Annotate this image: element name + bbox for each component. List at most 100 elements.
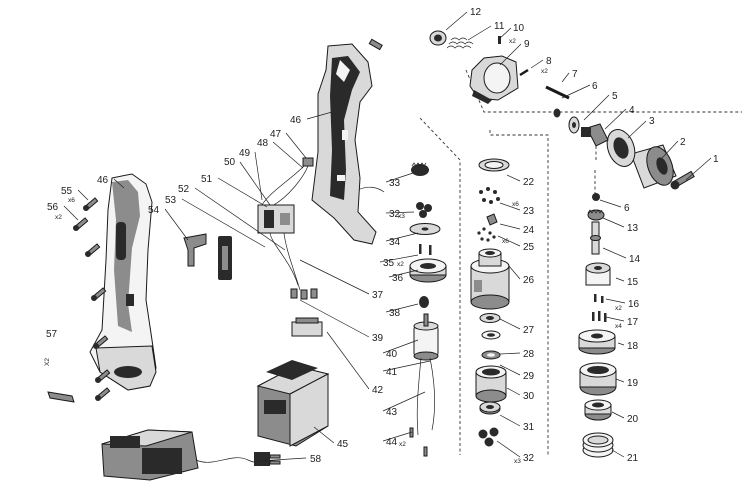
part-number-label: 56	[47, 202, 59, 213]
part-number-label: 14	[629, 254, 641, 265]
part-48-49-wires	[261, 165, 309, 207]
part-number-label: 49	[239, 148, 251, 159]
part-23-balls	[479, 187, 500, 204]
leader-line	[164, 208, 189, 241]
part-number-label: 55	[61, 186, 73, 197]
leader-line	[63, 205, 79, 221]
part-number-label: 28	[523, 349, 535, 360]
leader-line	[382, 339, 419, 354]
leader-line	[627, 120, 647, 139]
leader-line	[508, 265, 521, 280]
part-number-label: 25	[523, 242, 535, 253]
part-number-label: 31	[523, 422, 535, 433]
part-9-front-cover	[469, 55, 519, 104]
leader-line	[385, 172, 414, 183]
part-57-quantity: X2	[44, 358, 51, 366]
leader-line	[611, 411, 625, 419]
part-number-label: 10	[513, 23, 525, 34]
part-number-label: 5	[612, 91, 618, 102]
leader-line	[602, 217, 625, 228]
leader-line	[661, 140, 679, 159]
part-number-label: 3	[649, 116, 655, 127]
leader-line	[496, 440, 521, 458]
leader-line	[239, 161, 271, 206]
part-36-motor-plate	[409, 258, 447, 283]
leader-line	[499, 414, 521, 427]
part-number-label: 21	[627, 453, 639, 464]
part-number-label: 24	[523, 225, 535, 236]
leader-line	[285, 132, 307, 159]
part-clip	[357, 186, 385, 193]
part-22-washer	[478, 158, 510, 172]
leader-line	[467, 25, 492, 41]
leader-line	[272, 141, 304, 169]
leader-line	[499, 202, 521, 211]
leader-line	[497, 27, 512, 41]
leader-line	[599, 199, 622, 208]
part-number-label: 39	[372, 333, 384, 344]
quantity-marker: x2	[399, 441, 406, 448]
leader-line	[113, 178, 125, 189]
part-number-label: 6	[624, 203, 630, 214]
part-29-ring	[481, 350, 501, 360]
part-number-label: 38	[389, 308, 401, 319]
part-number-label: 26	[523, 275, 535, 286]
part-2-chuck-sleeve	[630, 144, 677, 189]
part-number-label: 46	[290, 115, 302, 126]
leader-line	[299, 259, 370, 295]
part-number-label: 19	[627, 378, 639, 389]
leader-line	[181, 198, 266, 248]
part-38-pinion	[419, 296, 429, 308]
leader-line	[388, 269, 419, 278]
leader-line	[306, 111, 333, 120]
part-20-ring	[584, 399, 612, 421]
part-number-label: 42	[372, 385, 384, 396]
part-number-label: 18	[627, 341, 639, 352]
part-45-battery	[256, 360, 330, 447]
part-number-label: 13	[627, 223, 639, 234]
part-number-label: 43	[386, 407, 398, 418]
part-number-label: 2	[680, 137, 686, 148]
quantity-marker: x2	[509, 38, 516, 45]
leader-line	[506, 174, 521, 182]
part-number-label: 11	[494, 21, 505, 32]
part-17-pins	[592, 311, 607, 322]
part-27-washer	[479, 313, 501, 323]
quantity-marker: x6	[502, 238, 509, 245]
leader-line	[685, 157, 712, 181]
part-35-screws	[419, 244, 432, 255]
leader-line	[604, 108, 627, 130]
part-number-label: 9	[524, 39, 530, 50]
leader-lines	[63, 11, 712, 462]
leader-line	[299, 299, 370, 338]
part-25-pins	[477, 227, 496, 242]
part-number-label: 44	[386, 437, 398, 448]
part-number-label: 16	[628, 299, 640, 310]
part-number-label: 32	[523, 453, 535, 464]
part-46-left-housing	[89, 173, 157, 391]
leader-line	[77, 189, 89, 201]
part-number-label: 22	[523, 177, 535, 188]
part-number-label: 32	[389, 209, 401, 220]
part-10-screws	[498, 36, 501, 44]
leader-line	[499, 352, 521, 355]
leader-line	[561, 72, 570, 83]
part-46-right-housing	[311, 38, 383, 245]
part-57-rubber-pad	[47, 391, 75, 403]
quantity-marker: x2	[397, 261, 404, 268]
part-11-spring	[446, 37, 474, 49]
part-6-small-ring	[553, 108, 561, 118]
part-16-screws	[594, 294, 604, 303]
leader-line	[385, 232, 419, 242]
quantity-marker: x2	[615, 305, 622, 312]
part-number-label: 57	[46, 329, 58, 340]
part-number-label: 40	[386, 349, 398, 360]
part-24-clip	[486, 213, 498, 226]
part-number-label: 36	[392, 273, 404, 284]
leader-line	[254, 151, 263, 201]
quantity-marker: x6	[68, 197, 75, 204]
part-number-label: 20	[627, 414, 639, 425]
leader-line	[611, 449, 625, 458]
leader-line	[313, 426, 335, 444]
